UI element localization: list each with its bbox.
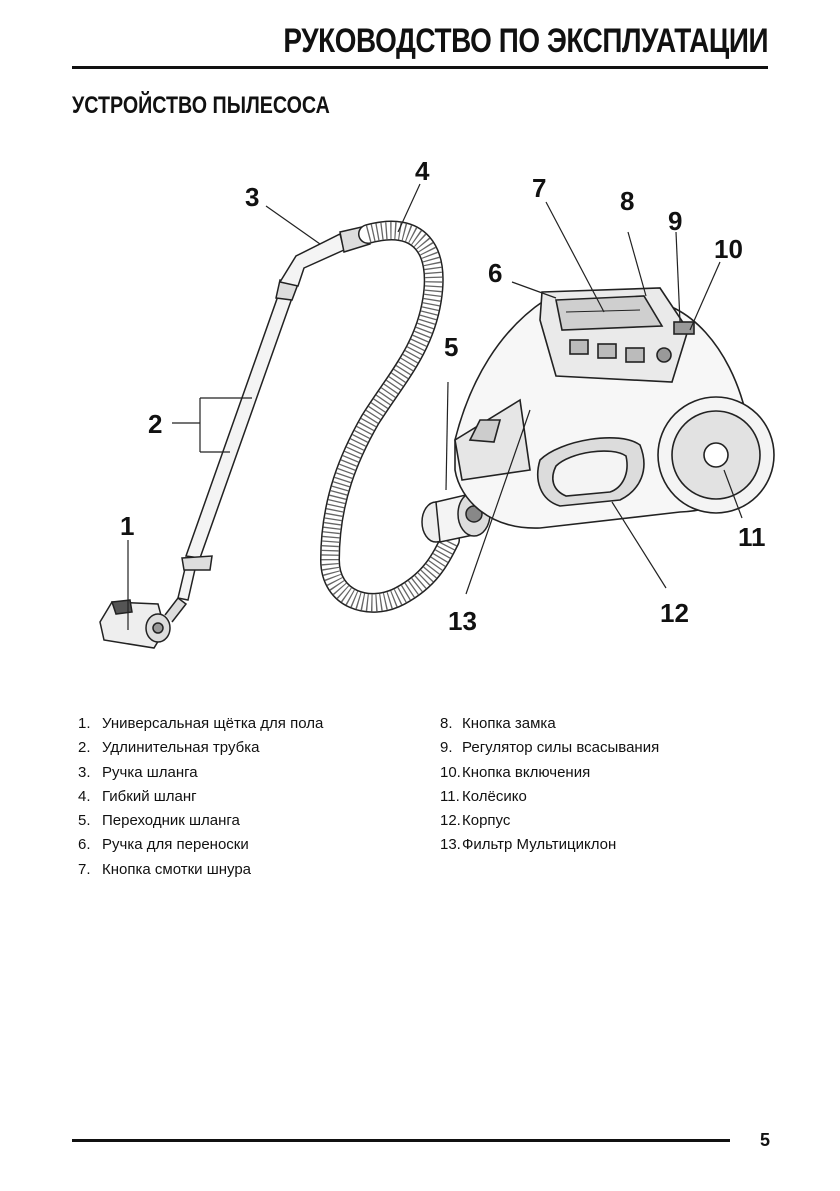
item-number: 10. bbox=[440, 763, 461, 781]
item-label: Кнопка включения bbox=[462, 763, 591, 781]
callout-labels: 1 2 3 4 5 6 7 8 9 10 11 12 13 bbox=[120, 156, 766, 636]
item-number: 9. bbox=[440, 739, 453, 757]
item-label: Гибкий шланг bbox=[102, 787, 197, 805]
callout-2: 2 bbox=[148, 409, 162, 439]
list-item: 10.Кнопка включения bbox=[440, 761, 760, 785]
flexible-hose-illustration bbox=[319, 220, 460, 613]
item-label: Корпус bbox=[462, 812, 511, 830]
item-label: Регулятор силы всасывания bbox=[462, 739, 660, 757]
floor-brush-illustration bbox=[99, 596, 188, 649]
callout-7: 7 bbox=[532, 173, 546, 203]
callout-5: 5 bbox=[444, 332, 458, 362]
leader-lines bbox=[127, 183, 743, 630]
item-number: 8. bbox=[440, 715, 453, 732]
item-number: 6. bbox=[78, 836, 91, 854]
item-number: 13. bbox=[440, 836, 461, 854]
callout-6: 6 bbox=[488, 258, 502, 288]
section-title: УСТРОЙСТВО ПЫЛЕСОСА bbox=[72, 92, 330, 119]
callout-13: 13 bbox=[448, 606, 477, 636]
list-item: 4. Гибкий шланг bbox=[78, 785, 408, 809]
item-number: 12. bbox=[440, 812, 461, 830]
item-number: 2. bbox=[78, 739, 91, 757]
list-item: 6. Ручка для переноски bbox=[78, 833, 408, 857]
callout-8: 8 bbox=[620, 186, 634, 216]
list-item: 7. Кнопка смотки шнура bbox=[78, 858, 408, 882]
item-number: 1. bbox=[78, 715, 91, 732]
item-number: 4. bbox=[78, 787, 91, 805]
list-item: 12.Корпус bbox=[440, 809, 760, 833]
list-item: 8. Кнопка замка bbox=[440, 712, 760, 736]
list-item: 11.Колёсико bbox=[440, 785, 760, 809]
wheel-illustration bbox=[657, 396, 775, 514]
callout-10: 10 bbox=[714, 234, 743, 264]
page-title: РУКОВОДСТВО ПО ЭКСПЛУАТАЦИИ bbox=[283, 22, 768, 60]
page-number: 5 bbox=[759, 1130, 770, 1150]
item-label: Кнопка замка bbox=[462, 715, 556, 732]
item-number: 11. bbox=[440, 787, 460, 805]
item-label: Ручка для переноски bbox=[102, 836, 249, 854]
item-label: Кнопка смотки шнура bbox=[102, 860, 252, 878]
list-item: 3. Ручка шланга bbox=[78, 761, 408, 785]
parts-list-left: 1. Универсальная щётка для пола 2. Удлинит… bbox=[78, 712, 408, 882]
callout-9: 9 bbox=[668, 206, 682, 236]
callout-1: 1 bbox=[120, 511, 134, 541]
item-label: Переходник шланга bbox=[102, 812, 240, 830]
footer-divider bbox=[72, 1139, 730, 1142]
item-label: Удлинительная трубка bbox=[102, 739, 260, 757]
extension-tube-illustration bbox=[177, 279, 300, 601]
list-item: 2. Удлинительная трубка bbox=[78, 736, 408, 760]
item-number: 5. bbox=[78, 812, 91, 830]
item-label: Универсальная щётка для пола bbox=[102, 715, 324, 732]
list-item: 5. Переходник шланга bbox=[78, 809, 408, 833]
vacuum-cleaner-diagram: 1 2 3 4 5 6 7 8 9 10 11 12 13 bbox=[99, 156, 775, 649]
header-divider bbox=[72, 66, 768, 69]
item-label: Фильтр Мультициклон bbox=[462, 836, 617, 854]
item-label: Ручка шланга bbox=[102, 763, 198, 781]
list-item: 13.Фильтр Мультициклон bbox=[440, 833, 760, 857]
callout-12: 12 bbox=[660, 598, 689, 628]
list-item: 1. Универсальная щётка для пола bbox=[78, 712, 408, 736]
list-item: 9. Регулятор силы всасывания bbox=[440, 736, 760, 760]
callout-4: 4 bbox=[415, 156, 430, 186]
callout-11: 11 bbox=[738, 522, 766, 552]
parts-list-right: 8. Кнопка замка 9. Регулятор силы всасыван… bbox=[440, 712, 760, 858]
item-number: 3. bbox=[78, 763, 91, 781]
callout-3: 3 bbox=[245, 182, 259, 212]
item-number: 7. bbox=[78, 860, 91, 878]
hose-handle-illustration bbox=[278, 225, 371, 287]
item-label: Колёсико bbox=[462, 787, 527, 805]
